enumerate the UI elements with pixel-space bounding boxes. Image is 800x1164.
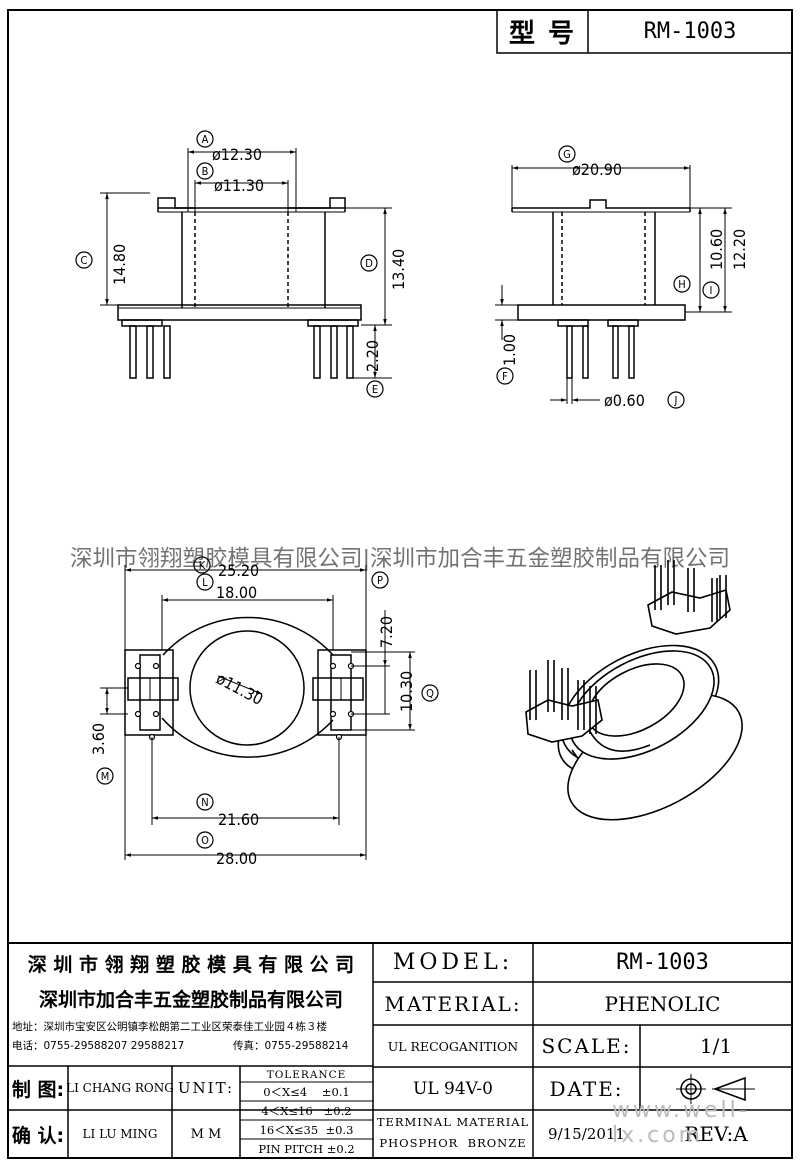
label-a: A xyxy=(202,133,209,146)
checked-label: 确 认: xyxy=(11,1124,65,1147)
dim-b: ø11.30 xyxy=(214,176,264,195)
scale-label: SCALE: xyxy=(541,1034,632,1058)
watermark: 深圳市翎翔塑胶模具有限公司|深圳市加合丰五金塑胶制品有限公司 xyxy=(69,546,731,571)
type-label: 型 号 xyxy=(508,19,577,49)
bottom-view xyxy=(124,616,367,758)
iso-view xyxy=(525,560,743,821)
label-i: I xyxy=(710,284,713,297)
dim-j: ø0.60 xyxy=(604,391,645,410)
dim-p: 7.20 xyxy=(377,616,396,648)
dim-h: 10.60 xyxy=(707,229,726,270)
dim-l: 18.00 xyxy=(216,583,257,602)
label-g: G xyxy=(563,148,571,161)
label-j: J xyxy=(674,394,678,407)
unit-label: UNIT: xyxy=(177,1079,235,1097)
dim-n: 21.60 xyxy=(218,810,259,829)
material-value: PHENOLIC xyxy=(604,991,721,1016)
label-d: D xyxy=(365,257,373,270)
terminal-material-value: PHOSPHOR BRONZE xyxy=(379,1136,527,1150)
company-name-2: 深圳市加合丰五金塑胶制品有限公司 xyxy=(38,988,343,1011)
dim-hole: ø11.30 xyxy=(213,669,266,709)
label-f: F xyxy=(502,370,508,383)
model-label: MODEL: xyxy=(392,950,514,975)
front-view xyxy=(117,197,362,379)
label-m: M xyxy=(101,770,110,783)
ul-label: UL RECOGANITION xyxy=(387,1038,519,1054)
material-label: MATERIAL: xyxy=(384,991,522,1016)
scale-value: 1/1 xyxy=(699,1034,733,1058)
label-k: K xyxy=(199,559,206,572)
label-o: O xyxy=(201,834,209,847)
checked-by: LI LU MING xyxy=(82,1127,158,1141)
dim-m: 3.60 xyxy=(89,723,108,755)
dim-o: 28.00 xyxy=(216,849,257,868)
label-p: P xyxy=(377,574,383,587)
label-l: L xyxy=(202,576,208,589)
label-n: N xyxy=(201,796,208,809)
company-address: 地址：深圳市宝安区公明镇李松朗第二工业区荣泰佳工业园４栋３楼 xyxy=(12,1020,327,1033)
tolerance-title: TOLERANCE xyxy=(266,1068,347,1081)
dim-e: 2.20 xyxy=(363,340,382,372)
dim-i: 12.20 xyxy=(730,229,749,270)
dim-a: ø12.30 xyxy=(212,145,262,164)
header-model: RM-1003 xyxy=(643,19,737,44)
model-value: RM-1003 xyxy=(616,950,709,975)
label-c: C xyxy=(81,254,88,267)
tolerance-2: 4＜X≤16 ±0.2 xyxy=(261,1104,352,1118)
title-block-lines xyxy=(8,942,792,1158)
dim-d: 13.40 xyxy=(389,249,408,290)
ul-value: UL 94V-0 xyxy=(413,1078,493,1099)
label-b: B xyxy=(202,165,209,178)
dim-q: 10.30 xyxy=(397,671,416,712)
side-view xyxy=(511,199,691,379)
date-value: 9/15/2011 xyxy=(548,1125,625,1143)
unit-value: M M xyxy=(190,1126,222,1142)
company-fax: 传真：0755-29588214 xyxy=(233,1039,349,1052)
dim-c: 14.80 xyxy=(110,244,129,285)
terminal-material-label: TERMINAL MATERIAL xyxy=(376,1115,530,1129)
company-name-1: 深 圳 市 翎 翔 塑 胶 模 具 有 限 公 司 xyxy=(27,953,355,976)
label-q: Q xyxy=(426,687,434,700)
tolerance-4: PIN PITCH ±0.2 xyxy=(258,1142,355,1156)
tolerance-1: 0＜X≤4 ±0.1 xyxy=(263,1085,350,1099)
label-h: H xyxy=(678,278,685,291)
dim-f: 1.00 xyxy=(500,334,519,366)
tolerance-3: 16＜X≤35 ±0.3 xyxy=(259,1123,354,1137)
website-watermark: www.well-lx.com xyxy=(612,1098,750,1148)
label-e: E xyxy=(372,383,378,396)
dim-g: ø20.90 xyxy=(572,160,622,179)
company-phone: 电话：0755-29588207 29588217 xyxy=(12,1039,185,1052)
revision: REV:A xyxy=(684,1122,748,1146)
dim-k: 25.20 xyxy=(218,561,259,580)
drawn-by: LI CHANG RONG xyxy=(66,1081,174,1095)
drawn-label: 制 图: xyxy=(11,1078,65,1101)
date-label: DATE: xyxy=(549,1076,624,1101)
